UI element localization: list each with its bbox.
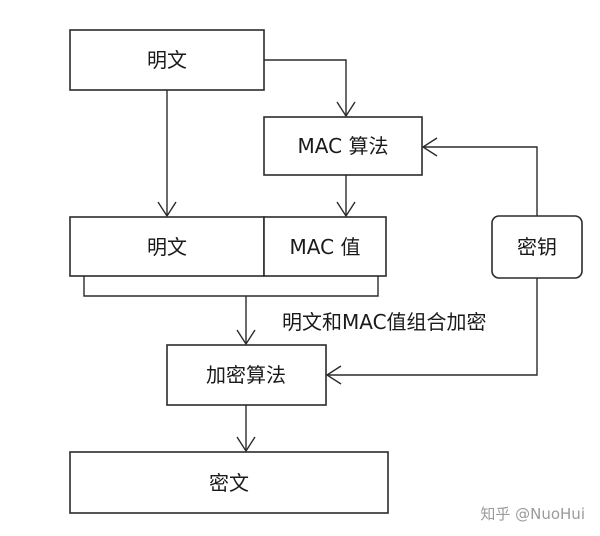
combined-block-node: 明文 MAC 值 bbox=[69, 216, 387, 277]
ciphertext-label: 密文 bbox=[209, 471, 249, 495]
edge-key-to-mac bbox=[421, 137, 538, 216]
combine-bracket bbox=[83, 276, 379, 297]
watermark-text: 知乎 @NuoHui bbox=[480, 505, 585, 523]
edge-key-to-encryption bbox=[325, 278, 538, 385]
encryption-algorithm-node: 加密算法 bbox=[166, 344, 327, 406]
mac-algorithm-node: MAC 算法 bbox=[263, 116, 423, 176]
plaintext-top-node: 明文 bbox=[69, 29, 265, 91]
combine-edge-label: 明文和MAC值组合加密 bbox=[282, 310, 487, 334]
edge-plaintext-down bbox=[157, 90, 177, 218]
key-node: 密钥 bbox=[491, 215, 583, 279]
plaintext-top-label: 明文 bbox=[147, 48, 187, 72]
ciphertext-node: 密文 bbox=[69, 451, 389, 514]
edge-mac-to-value bbox=[336, 175, 356, 218]
edge-plaintext-to-mac bbox=[264, 59, 356, 118]
mac-value-label: MAC 值 bbox=[290, 235, 361, 259]
edge-encryption-to-ciphertext bbox=[236, 405, 256, 453]
encryption-algorithm-label: 加密算法 bbox=[206, 363, 286, 387]
combined-plaintext-label: 明文 bbox=[147, 235, 187, 259]
edge-combined-to-encryption bbox=[236, 296, 256, 346]
combined-mac-cell bbox=[263, 216, 387, 277]
key-label: 密钥 bbox=[517, 235, 557, 259]
mac-algorithm-label: MAC 算法 bbox=[298, 134, 389, 158]
